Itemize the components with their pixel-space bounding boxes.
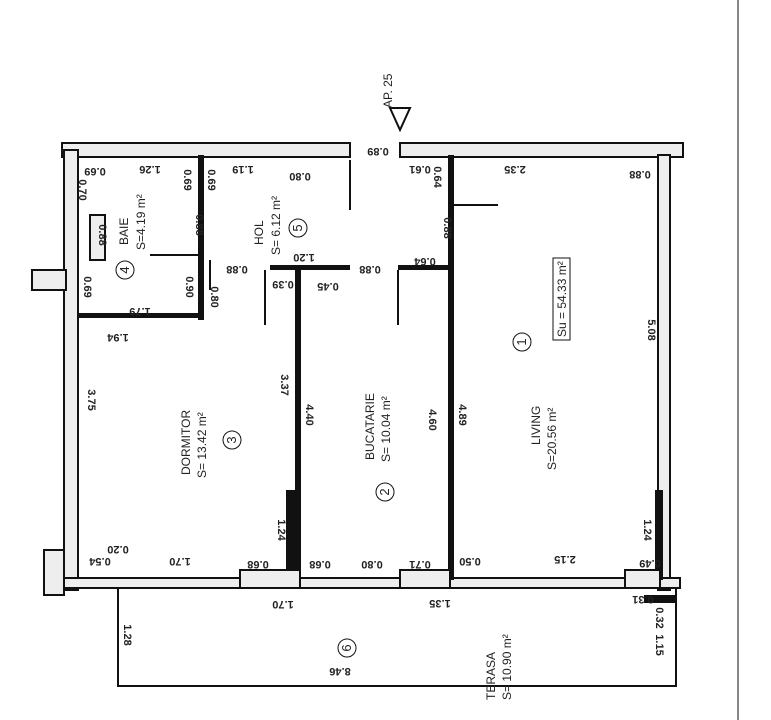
dimension-label: 1.26 [139,163,160,175]
dimension-label: 0.64 [431,166,443,188]
terrace-outline [117,587,677,687]
dimension-label: 0.50 [459,555,480,567]
dimension-label: 0.69 [84,165,105,177]
dimension-label: 3.37 [278,374,290,395]
room-number: 4 [117,266,132,273]
apartment-label: AP. 25 [381,73,395,108]
dimension-label: 0.20 [107,543,128,555]
dimension-label: 0.54 [88,555,110,567]
dimension-label: 0.90 [183,276,195,297]
dimension-label: 1.70 [272,598,293,610]
walls [31,142,684,596]
dimension-label: 1.15 [653,634,665,655]
dimension-label: 0.88 [96,224,108,245]
room-name: HOL [252,220,266,245]
dimension-label: 1.20 [293,251,314,263]
room-area: S= 13.42 m² [195,412,209,478]
dimension-label: 3.75 [85,389,97,410]
total-area-box [552,257,571,341]
dimension-label: 8.46 [329,665,350,677]
dimension-label: 0.88 [629,168,650,180]
dimension-label: 0.69 [205,169,217,190]
dimension-label: 0.88 [441,217,453,238]
dimension-label: 1.35 [429,597,450,609]
room-area: S=4.19 m² [134,194,148,250]
dimension-label: 0.68 [309,558,330,570]
dimension-label: 0.71 [409,558,430,570]
dimension-label: 4.40 [303,404,315,425]
dimension-label: 2.35 [504,163,525,175]
room-area: S= 6.12 m² [269,196,283,255]
dimension-label: 0.69 [81,276,93,297]
dimension-label: 1.70 [169,555,190,567]
dimension-label: 0.88 [359,263,380,275]
room-name: DORMITOR [179,410,193,475]
room-name: TERASA [484,652,498,700]
dimension-label: 0.32 [653,607,665,628]
room-numbers [115,218,532,658]
dimension-label: 0.64 [413,255,435,267]
room-number: 1 [514,338,529,345]
dimension-label: 0.61 [409,163,430,175]
dimension-label: 0.80 [208,286,220,307]
dimension-label: 0.45 [317,280,338,292]
dimension-label: 0.89 [367,145,388,157]
dimension-label: 0.80 [289,170,310,182]
dimension-label: 0.49 [639,557,660,569]
dimension-label: 1.24 [275,519,287,541]
dimension-label: 2.15 [554,553,575,565]
dimension-label: 1.19 [232,163,253,175]
dimension-label: 0.88 [226,263,247,275]
room-labels: BAIE S=4.19 m² HOL S= 6.12 m² DORMITOR S… [117,194,571,700]
room-name: BUCATARIE [363,393,377,460]
dimension-label: 5.08 [645,319,657,340]
dimension-label: 0.69 [181,169,193,190]
dimension-label: 0.88 [193,214,205,235]
dimension-label: 0.31 [632,593,653,605]
room-area: S= 10.90 m² [500,634,514,700]
dimension-label: 0.39 [272,278,293,290]
door-arrows [150,160,498,325]
dimension-label: 1.79 [129,305,150,317]
total-area: Su = 54.33 m² [555,261,569,337]
room-name: LIVING [529,406,543,445]
room-number: 6 [339,644,354,651]
dimension-label: 4.60 [426,409,438,430]
dimension-label: 4.89 [456,404,468,425]
dimension-labels: 0.69 1.26 1.19 0.80 0.89 0.61 2.35 0.88 1.79 1.94… [76,145,665,677]
room-number: 2 [377,488,392,495]
dimension-label: 1.24 [641,519,653,541]
room-name: BAIE [117,218,131,245]
dimension-label: 1.28 [121,624,133,645]
terrace-drain [644,595,676,603]
dimension-label: 1.94 [106,331,128,343]
room-number: 3 [224,436,239,443]
room-number: 5 [290,224,305,231]
room-area: S= 10.04 m² [379,396,393,462]
dimension-label: 0.68 [247,558,268,570]
entrance-arrow-icon [388,107,412,133]
dimension-label: 0.80 [361,558,382,570]
dimension-label: 0.70 [76,179,88,200]
room-area: S=20.56 m² [545,408,559,470]
